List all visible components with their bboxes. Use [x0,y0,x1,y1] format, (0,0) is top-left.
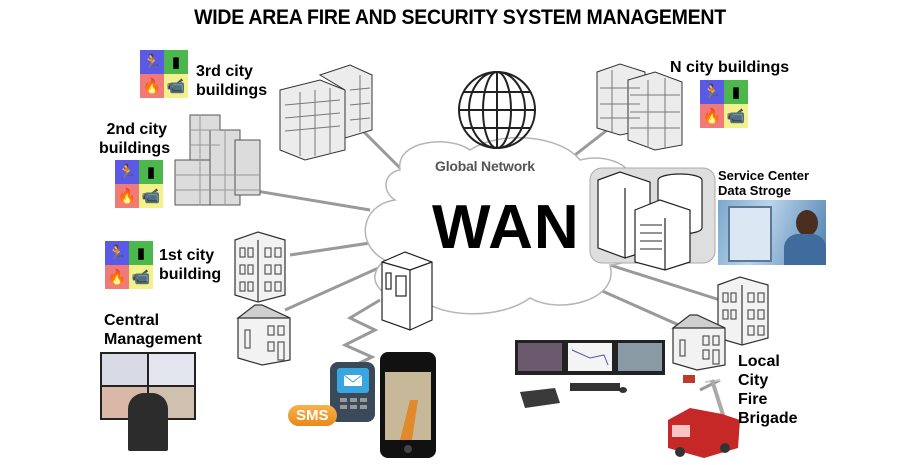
central-management-label-line1: Central [104,312,160,329]
intruder-icon: 🏃 [105,241,129,265]
third-city-label-line1: 3rd city [196,63,253,80]
house-icon [236,304,291,366]
wan-label: WAN [432,193,580,262]
second-city-label-line1: 2nd city [106,121,167,138]
door-icon: ▮ [724,80,748,104]
data-storage-icon [589,167,716,271]
fire-icon: 🔥 [115,184,139,208]
server-icon [381,251,433,331]
fire-icon: 🔥 [700,104,724,128]
camera-icon: 📹 [164,74,188,98]
service-center-label: Service Center Data Stroge [718,168,809,198]
door-icon: ▮ [129,241,153,265]
mobile-phone-icon [330,362,375,422]
security-icon-grid-3rd-city: 🏃 ▮ 🔥 📹 [140,50,188,98]
monitor-array-icon [515,340,665,408]
global-network-label: Global Network [435,158,535,174]
camera-icon: 📹 [139,184,163,208]
intruder-icon: 🏃 [115,160,139,184]
sms-badge: SMS [288,405,337,426]
link-2nd-city [249,188,371,212]
link-house [284,263,386,312]
n-city-building-icon [596,63,683,151]
first-city-label-line2: building [159,266,222,283]
n-city-label: N city buildings [670,59,790,76]
local-house-icon [671,314,726,371]
camera-icon: 📹 [129,265,153,289]
smartphone-icon [380,352,436,458]
security-icon-grid-1st-city: 🏃 ▮ 🔥 📹 [105,241,153,289]
second-city-building-icon [174,114,261,206]
fire-brigade-label-line3: Fire [738,391,768,408]
service-center-label-line1: Service Center [718,168,810,183]
fire-brigade-label: Local City Fire Brigade [738,352,798,428]
third-city-label: 3rd city buildings [196,62,267,100]
globe-icon [458,71,536,149]
local-building-icon [717,276,769,346]
intruder-icon: 🏃 [140,50,164,74]
camera-icon: 📹 [724,104,748,128]
fire-truck-icon [668,375,740,458]
service-center-label-line2: Data Stroge [718,183,791,198]
fire-icon: 🔥 [140,74,164,98]
fire-brigade-label-line4: Brigade [738,410,798,427]
second-city-label: 2nd city buildings [99,120,171,158]
first-city-label: 1st city building [159,246,221,284]
fire-brigade-label-line1: Local [738,353,780,370]
link-local-building [609,263,721,302]
first-city-label-line1: 1st city [159,247,215,264]
security-icon-grid-n-city: 🏃 ▮ 🔥 📹 [700,80,748,128]
first-city-building-icon [234,231,286,303]
door-icon: ▮ [164,50,188,74]
fire-brigade-label-line2: City [738,372,769,389]
fire-icon: 🔥 [105,265,129,289]
wireless-link [341,298,381,372]
third-city-label-line2: buildings [196,82,268,99]
central-management-label-line2: Management [104,331,202,348]
intruder-icon: 🏃 [700,80,724,104]
central-management-label: Central Management [104,311,202,349]
security-icon-grid-2nd-city: 🏃 ▮ 🔥 📹 [115,160,163,208]
diagram-title: WIDE AREA FIRE AND SECURITY SYSTEM MANAG… [194,6,726,29]
service-center-operator-image [718,200,826,265]
third-city-building-icon [279,64,373,161]
link-local-house [599,288,691,332]
operator-silhouette [128,393,168,451]
door-icon: ▮ [139,160,163,184]
second-city-label-line2: buildings [99,140,171,157]
